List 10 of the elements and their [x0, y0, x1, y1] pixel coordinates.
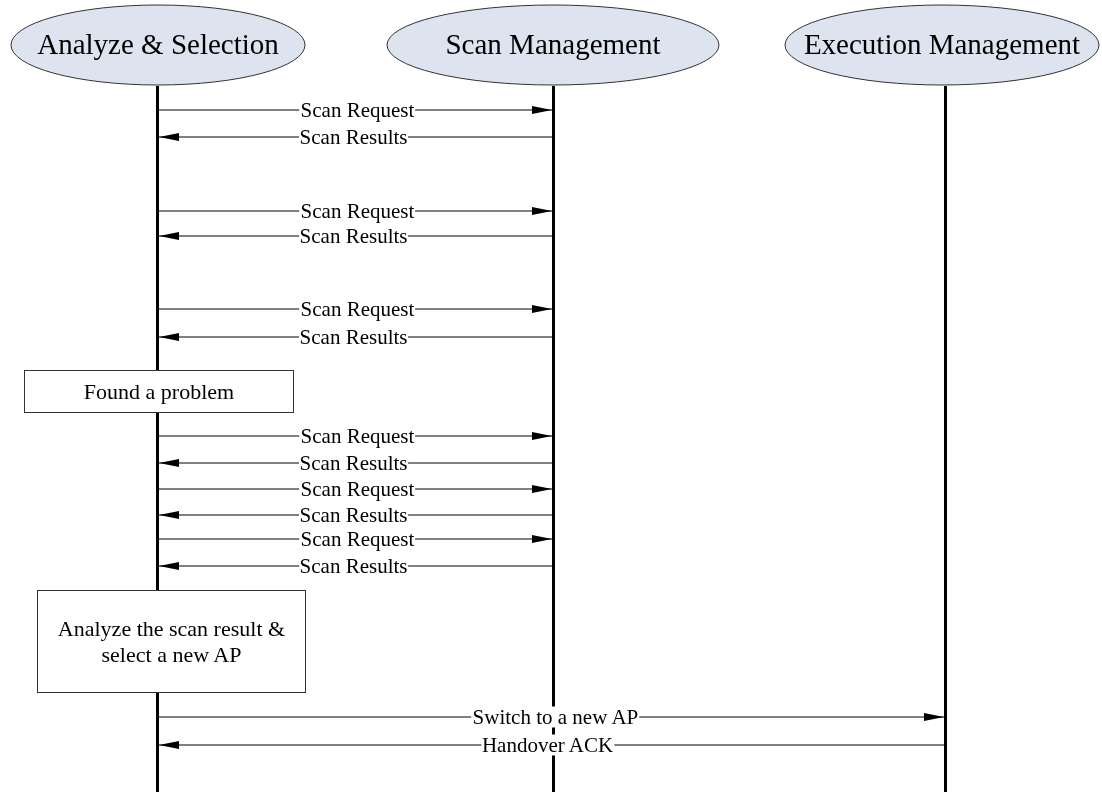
- lifeline-title: Execution Management: [802, 29, 1082, 61]
- note-box: [37, 590, 306, 693]
- lifeline-title: Analyze & Selection: [36, 29, 280, 61]
- lifeline: [944, 86, 947, 792]
- lifeline-title: Scan Management: [444, 29, 662, 61]
- note-box: [24, 370, 294, 413]
- note-text: Found a problem: [82, 378, 236, 405]
- edge-label: Switch to a new AP: [471, 706, 640, 728]
- edge-label: Handover ACK: [480, 734, 615, 756]
- note-text: Analyze the scan result & select a new AP: [56, 616, 287, 667]
